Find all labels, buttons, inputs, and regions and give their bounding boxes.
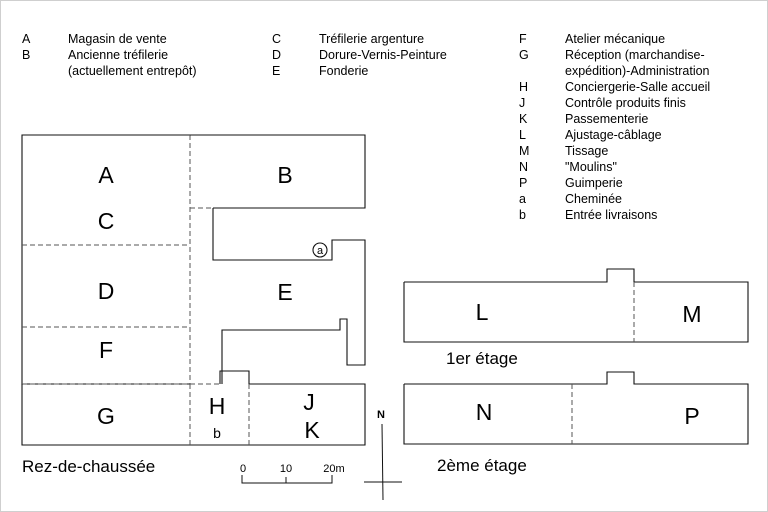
- legend-code-m: M: [519, 144, 529, 158]
- bottom-row-outline: [21, 370, 366, 446]
- ground-floor-plan: a A C D F G B E H b J K Rez-de-chaussée: [21, 134, 366, 476]
- floor-label-first: 1er étage: [446, 349, 518, 368]
- legend-label-g-cont: expédition)-Administration: [565, 64, 710, 78]
- chimney-marker: [312, 242, 328, 258]
- legend-label-b: Ancienne tréfilerie: [68, 48, 168, 62]
- legend-label-l: Ajustage-câblage: [565, 128, 662, 142]
- legend-label-f: Atelier mécanique: [565, 32, 665, 46]
- legend-code-n: N: [519, 160, 528, 174]
- first-floor-plan: L M 1er étage: [403, 268, 749, 368]
- legend-code-f: F: [519, 32, 527, 46]
- room-label-n: N: [476, 399, 493, 425]
- north-arrow: N: [364, 409, 402, 501]
- legend-label-p: Guimperie: [565, 176, 623, 190]
- legend-code-b: B: [22, 48, 30, 62]
- legend-label-c: Tréfilerie argenture: [319, 32, 424, 46]
- legend-label-b-cont: (actuellement entrepôt): [68, 64, 197, 78]
- legend-code-j: J: [519, 96, 525, 110]
- legend-code-b-lower: b: [519, 208, 526, 222]
- room-label-k: K: [304, 417, 320, 443]
- legend-label-j: Contrôle produits finis: [565, 96, 686, 110]
- room-label-j: J: [303, 389, 315, 415]
- scale-tick-20: 20m: [323, 463, 344, 475]
- floor-label-ground: Rez-de-chaussée: [22, 457, 155, 476]
- second-floor-plan: N P 2ème étage: [403, 371, 749, 475]
- room-label-b: B: [277, 162, 292, 188]
- scale-bar: 0 10 20m: [240, 463, 345, 484]
- legend-code-a-lower: a: [519, 192, 526, 206]
- room-label-b-lower: b: [213, 425, 221, 441]
- room-label-l: L: [476, 299, 489, 325]
- room-label-p: P: [684, 403, 699, 429]
- room-b-outline: [190, 134, 366, 209]
- legend-label-m: Tissage: [565, 144, 608, 158]
- legend-label-a: Magasin de vente: [68, 32, 167, 46]
- room-label-f: F: [99, 337, 113, 363]
- legend-code-g: G: [519, 48, 529, 62]
- legend-code-d: D: [272, 48, 281, 62]
- legend-label-g: Réception (marchandise-: [565, 48, 705, 62]
- room-label-a: A: [98, 162, 114, 188]
- room-label-c: C: [98, 208, 115, 234]
- scale-tick-10: 10: [280, 463, 292, 475]
- scale-bar-line: [241, 475, 333, 484]
- legend-code-h: H: [519, 80, 528, 94]
- second-floor-outline: [403, 371, 749, 445]
- legend-code-k: K: [519, 112, 528, 126]
- legend-label-d: Dorure-Vernis-Peinture: [319, 48, 447, 62]
- legend-code-a: A: [22, 32, 31, 46]
- legend-label-n: "Moulins": [565, 160, 617, 174]
- legend-label-b-lower: Entrée livraisons: [565, 208, 657, 222]
- north-label: N: [377, 409, 385, 421]
- legend-label-a-lower: Cheminée: [565, 192, 622, 206]
- legend-code-p: P: [519, 176, 527, 190]
- room-label-e: E: [277, 279, 292, 305]
- legend-code-c: C: [272, 32, 281, 46]
- floor-label-second: 2ème étage: [437, 456, 527, 475]
- scale-tick-0: 0: [240, 463, 246, 475]
- north-arrow-vertical: [381, 423, 384, 501]
- legend-label-h: Conciergerie-Salle accueil: [565, 80, 710, 94]
- room-label-h: H: [209, 393, 226, 419]
- room-e-outline: [212, 208, 366, 384]
- room-label-m: M: [682, 301, 701, 327]
- legend: A Magasin de vente B Ancienne tréfilerie…: [22, 32, 710, 222]
- room-label-d: D: [98, 278, 115, 304]
- chimney-label: a: [317, 245, 324, 257]
- legend-code-l: L: [519, 128, 526, 142]
- room-label-g: G: [97, 403, 115, 429]
- legend-label-e: Fonderie: [319, 64, 368, 78]
- legend-label-k: Passementerie: [565, 112, 648, 126]
- legend-code-e: E: [272, 64, 280, 78]
